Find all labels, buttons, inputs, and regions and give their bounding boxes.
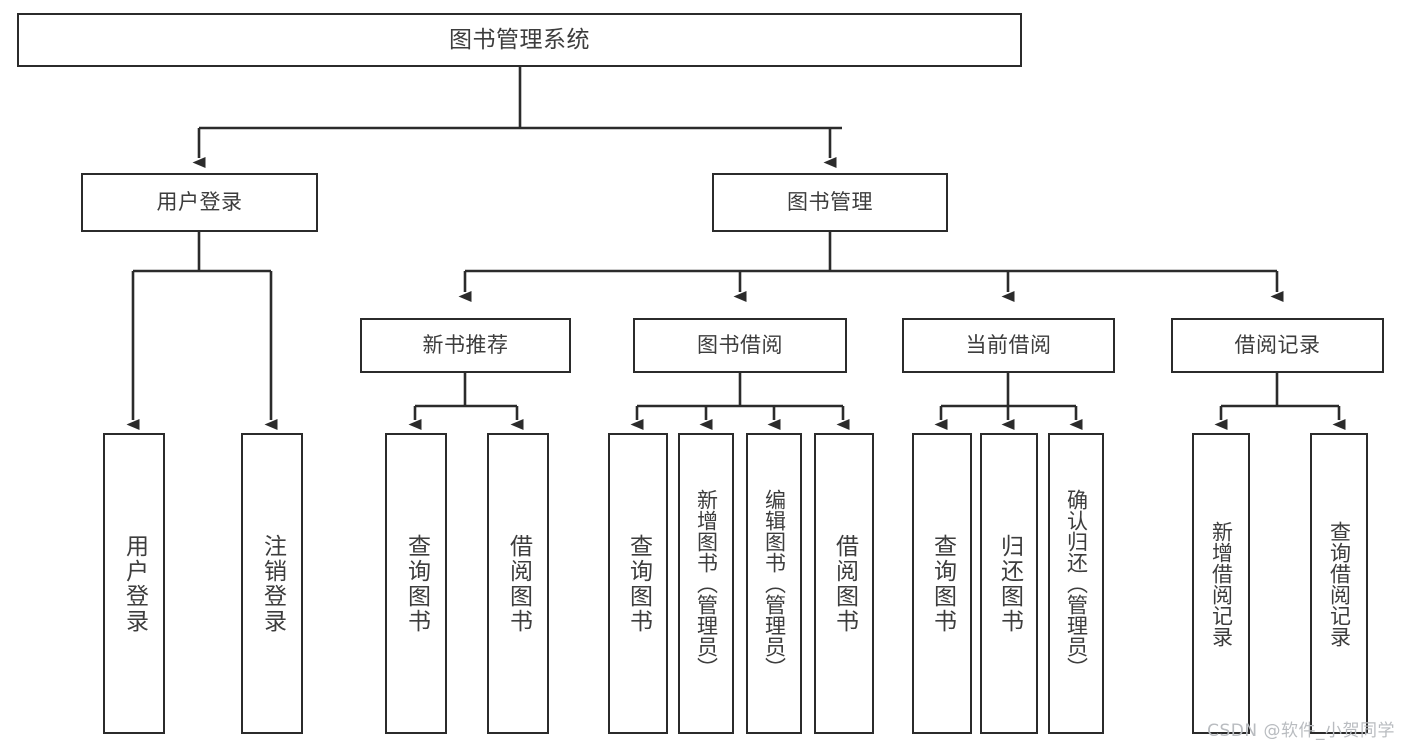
node-book-borrow[interactable]: 图书借阅 <box>633 318 847 373</box>
node-leaf-return-book-label: 归还图书 <box>996 533 1023 634</box>
node-leaf-user-login[interactable]: 用户登录 <box>103 433 165 734</box>
node-leaf-query-record-label: 查询借阅记录 <box>1327 520 1352 647</box>
node-leaf-edit-book-label: 编辑图书（管理员） <box>762 489 787 678</box>
node-leaf-query-book-3-label: 查询图书 <box>929 533 956 634</box>
node-leaf-add-book[interactable]: 新增图书（管理员） <box>678 433 734 734</box>
node-leaf-query-book-2[interactable]: 查询图书 <box>608 433 668 734</box>
node-book-manage[interactable]: 图书管理 <box>712 173 948 232</box>
node-leaf-logout-login-label: 注销登录 <box>259 533 286 634</box>
watermark-text: CSDN @软件_小贺同学 <box>1207 721 1395 741</box>
node-borrow-record-label: 借阅记录 <box>1234 332 1321 357</box>
node-leaf-query-book-2-label: 查询图书 <box>625 533 652 634</box>
node-leaf-confirm-return[interactable]: 确认归还（管理员） <box>1048 433 1104 734</box>
node-leaf-add-book-label: 新增图书（管理员） <box>694 489 719 678</box>
node-root[interactable]: 图书管理系统 <box>17 13 1022 67</box>
node-leaf-add-record[interactable]: 新增借阅记录 <box>1192 433 1250 734</box>
node-book-borrow-label: 图书借阅 <box>697 332 783 357</box>
node-borrow-record[interactable]: 借阅记录 <box>1171 318 1384 373</box>
node-leaf-query-book-1-label: 查询图书 <box>403 533 430 634</box>
node-leaf-return-book[interactable]: 归还图书 <box>980 433 1038 734</box>
node-leaf-borrow-book-2-label: 借阅图书 <box>831 533 858 634</box>
node-new-book-rec[interactable]: 新书推荐 <box>360 318 571 373</box>
node-root-label: 图书管理系统 <box>449 26 590 53</box>
node-leaf-query-record[interactable]: 查询借阅记录 <box>1310 433 1368 734</box>
node-user-login-label: 用户登录 <box>156 189 243 214</box>
node-leaf-query-book-1[interactable]: 查询图书 <box>385 433 447 734</box>
node-leaf-logout-login[interactable]: 注销登录 <box>241 433 303 734</box>
node-leaf-confirm-return-label: 确认归还（管理员） <box>1064 489 1089 678</box>
node-user-login[interactable]: 用户登录 <box>81 173 318 232</box>
node-leaf-edit-book[interactable]: 编辑图书（管理员） <box>746 433 802 734</box>
node-new-book-rec-label: 新书推荐 <box>422 332 509 357</box>
node-current-borrow[interactable]: 当前借阅 <box>902 318 1115 373</box>
node-leaf-query-book-3[interactable]: 查询图书 <box>912 433 972 734</box>
node-leaf-borrow-book-2[interactable]: 借阅图书 <box>814 433 874 734</box>
node-book-manage-label: 图书管理 <box>787 189 873 214</box>
node-leaf-borrow-book-1[interactable]: 借阅图书 <box>487 433 549 734</box>
node-leaf-user-login-label: 用户登录 <box>121 533 148 634</box>
node-leaf-borrow-book-1-label: 借阅图书 <box>505 533 532 634</box>
node-current-borrow-label: 当前借阅 <box>965 332 1052 357</box>
node-leaf-add-record-label: 新增借阅记录 <box>1209 520 1234 647</box>
